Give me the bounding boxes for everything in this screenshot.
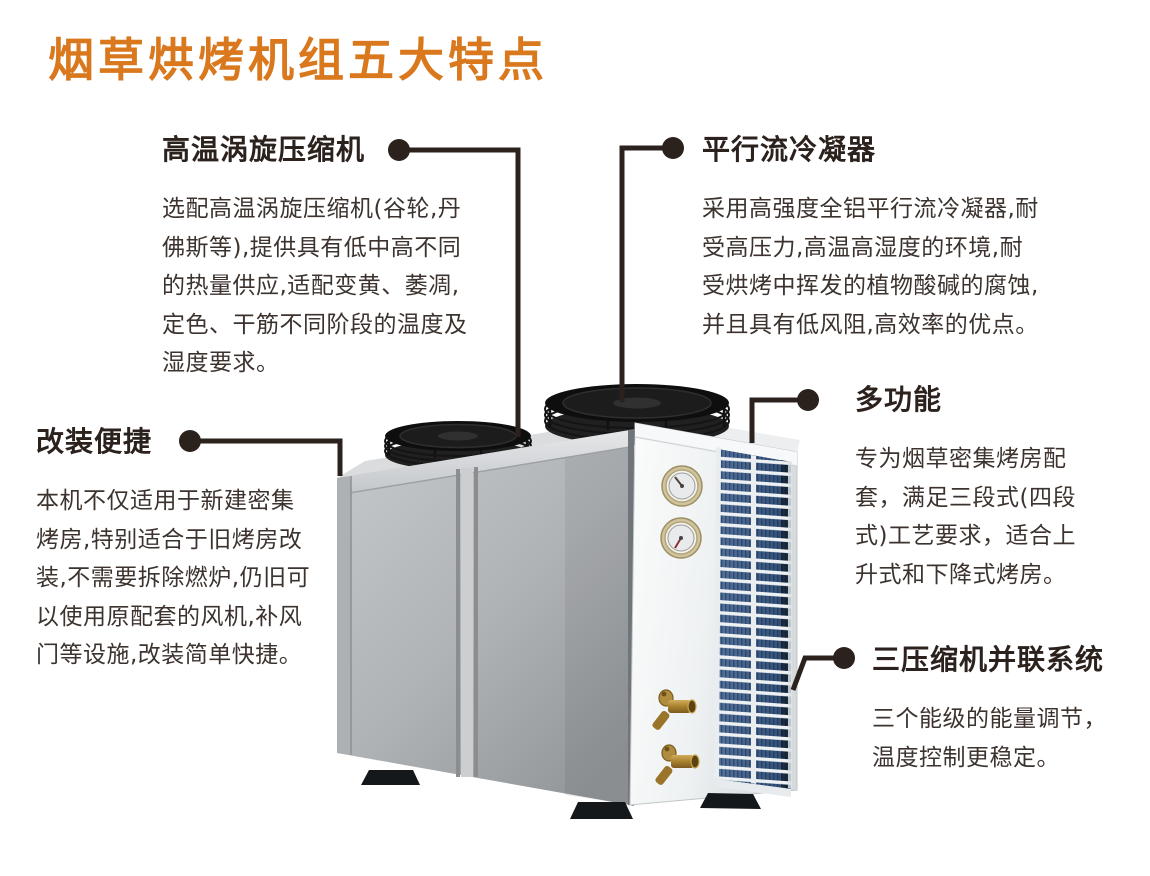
condenser-coil xyxy=(714,447,792,797)
page-title: 烟草烘烤机组五大特点 xyxy=(48,33,548,87)
feature-compressor-title: 高温涡旋压缩机 xyxy=(162,133,366,166)
feature-parallel-system: 三压缩机并联系统 三个能级的能量调节， 温度控制更稳定。 xyxy=(872,638,1132,777)
feature-condenser: 平行流冷凝器 采用高强度全铝平行流冷凝器,耐 受高压力,高温高湿度的环境,耐 受… xyxy=(702,128,1052,344)
pressure-gauge-bottom-icon xyxy=(660,517,702,559)
heat-pump-unit-illustration xyxy=(336,384,800,819)
unit-side-panel xyxy=(336,429,634,806)
feature-compressor: 高温涡旋压缩机 选配高温涡旋压缩机(谷轮,丹 佛斯等),提供具有低中高不同 的热… xyxy=(162,128,502,383)
pressure-gauge-top-icon xyxy=(661,465,703,507)
feature-retrofit-body: 本机不仅适用于新建密集 烤房,特别适合于旧烤房改 装,不需要拆除燃炉,仍旧可 以… xyxy=(36,488,311,668)
feature-multifunction-title: 多功能 xyxy=(855,383,943,416)
feature-multifunction-body: 专为烟草密集烤房配 套，满足三段式(四段 式)工艺要求，适合上 升式和下降式烤房… xyxy=(855,446,1076,588)
feature-compressor-body: 选配高温涡旋压缩机(谷轮,丹 佛斯等),提供具有低中高不同 的热量供应,适配变黄… xyxy=(162,196,468,376)
feature-parallel-system-body: 三个能级的能量调节， 温度控制更稳定。 xyxy=(872,706,1107,771)
leader-condenser xyxy=(619,137,684,402)
feature-retrofit-title: 改装便捷 xyxy=(36,425,153,458)
service-valve-top-icon xyxy=(652,689,697,730)
feature-condenser-title: 平行流冷凝器 xyxy=(702,133,877,166)
unit-feet xyxy=(361,770,761,819)
feature-multifunction: 多功能 专为烟草密集烤房配 套，满足三段式(四段 式)工艺要求，适合上 升式和下… xyxy=(855,378,1105,594)
feature-retrofit: 改装便捷 本机不仅适用于新建密集 烤房,特别适合于旧烤房改 装,不需要拆除燃炉,… xyxy=(36,420,346,675)
feature-condenser-body: 采用高强度全铝平行流冷凝器,耐 受高压力,高温高湿度的环境,耐 受烘烤中挥发的植… xyxy=(702,196,1039,338)
feature-parallel-system-title: 三压缩机并联系统 xyxy=(872,643,1105,676)
service-valve-bottom-icon xyxy=(655,744,700,785)
